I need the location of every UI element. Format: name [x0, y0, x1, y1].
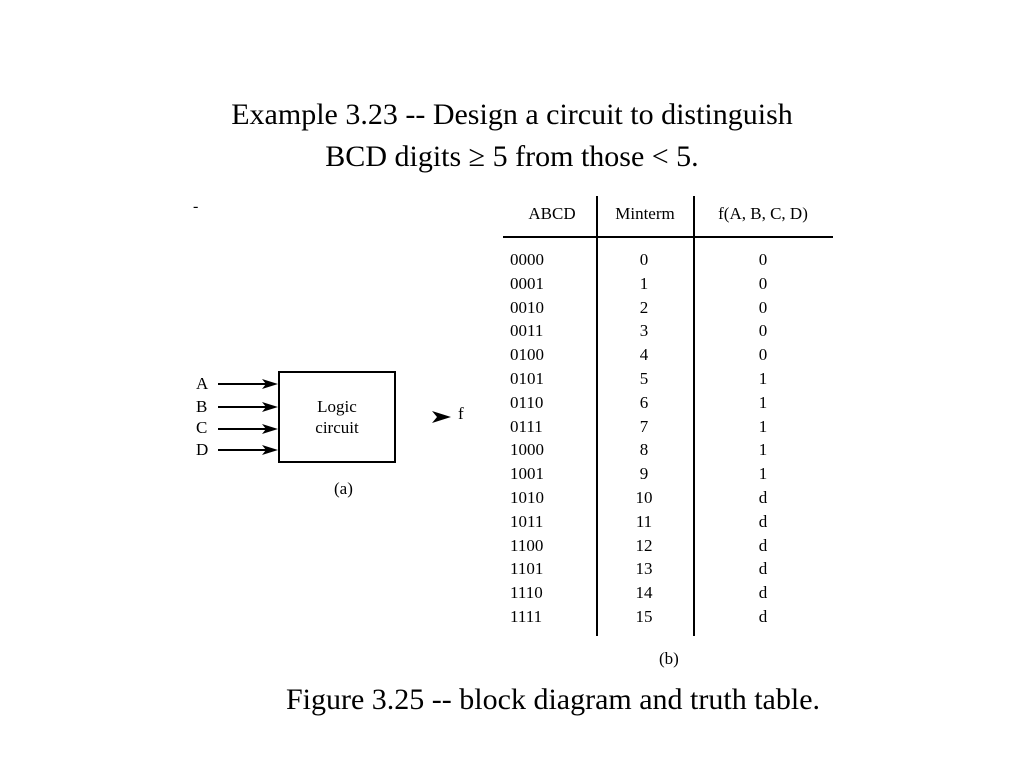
column-divider-1 [596, 196, 598, 636]
header-function: f(A, B, C, D) [718, 204, 808, 223]
cell-abcd: 0110 [510, 392, 544, 412]
table-row: 1101 13 d [503, 557, 835, 581]
output-arrowhead [432, 411, 451, 423]
cell-abcd: 0011 [510, 321, 544, 341]
title-line-1: Example 3.23 -- Design a circuit to dist… [231, 98, 793, 131]
cell-abcd: 1011 [510, 511, 544, 531]
cell-abcd: 1111 [510, 606, 543, 626]
cell-abcd: 0111 [510, 416, 543, 436]
input-label-a: A [196, 374, 209, 393]
cell-abcd: 1000 [510, 440, 544, 460]
input-arrow-c [218, 424, 278, 434]
cell-function: 1 [758, 392, 768, 412]
cell-minterm: 11 [635, 511, 653, 531]
input-label-c: C [196, 418, 208, 437]
cell-abcd: 1100 [510, 535, 544, 555]
cell-minterm: 13 [635, 559, 653, 579]
header-rule [503, 236, 833, 238]
cell-abcd: 1110 [510, 583, 543, 603]
cell-minterm: 15 [635, 606, 653, 626]
cell-function: 1 [758, 368, 768, 388]
cell-abcd: 1101 [510, 559, 544, 579]
cell-function: d [758, 606, 768, 626]
input-arrow-d [218, 445, 278, 455]
input-arrow-a [218, 379, 278, 389]
cell-function: 1 [758, 464, 768, 484]
cell-function: d [758, 535, 768, 555]
output-label-f: f [458, 404, 464, 423]
cell-minterm: 10 [635, 487, 653, 507]
cell-minterm: 1 [639, 273, 649, 293]
figure-caption: Figure 3.25 -- block diagram and truth t… [285, 683, 821, 716]
cell-function: d [758, 511, 768, 531]
header-minterm: Minterm [615, 204, 675, 223]
cell-minterm: 8 [639, 440, 649, 460]
table-row: 0010 2 0 [503, 296, 835, 320]
cell-function: 0 [758, 297, 768, 317]
cell-function: 0 [758, 345, 768, 365]
cell-abcd: 0100 [510, 345, 544, 365]
column-divider-2 [693, 196, 695, 636]
table-row: 0100 4 0 [503, 343, 835, 367]
cell-minterm: 6 [639, 392, 649, 412]
cell-minterm: 9 [639, 464, 649, 484]
cell-minterm: 12 [635, 535, 653, 555]
table-row: 0101 5 1 [503, 367, 835, 391]
cell-abcd: 0010 [510, 297, 544, 317]
cell-function: 0 [758, 321, 768, 341]
cell-abcd: 1010 [510, 487, 544, 507]
cell-minterm: 3 [639, 321, 649, 341]
table-row: 1100 12 d [503, 534, 835, 558]
cell-function: 0 [758, 250, 768, 269]
block-label-line-2: circuit [315, 418, 359, 437]
cell-abcd: 0101 [510, 368, 544, 388]
cell-minterm: 0 [639, 250, 649, 269]
block-label-line-1: Logic [317, 397, 357, 416]
stray-mark: - [193, 198, 199, 215]
title-line-2: BCD digits ≥ 5 from those < 5. [325, 140, 699, 173]
cell-function: 0 [758, 273, 768, 293]
table-row: 1110 14 d [503, 581, 835, 605]
table-row: 0001 1 0 [503, 272, 835, 296]
input-label-b: B [196, 397, 208, 416]
table-row: 0111 7 1 [503, 415, 835, 439]
header-abcd: ABCD [528, 204, 576, 223]
table-row: 0011 3 0 [503, 319, 835, 343]
cell-function: d [758, 583, 768, 603]
table-row: 1001 9 1 [503, 462, 835, 486]
table-row: 0110 6 1 [503, 391, 835, 415]
cell-minterm: 4 [639, 345, 649, 365]
cell-abcd: 1001 [510, 464, 544, 484]
table-row: 1111 15 d [503, 605, 835, 629]
cell-function: 1 [758, 440, 768, 460]
block-diagram: A B C D Logic circuit f (a) [180, 360, 500, 510]
cell-minterm: 14 [635, 583, 653, 603]
caption-a: (a) [334, 479, 353, 498]
cell-abcd: 0000 [510, 250, 544, 269]
cell-minterm: 2 [639, 297, 649, 317]
cell-function: d [758, 487, 768, 507]
input-label-d: D [196, 440, 209, 459]
caption-b: (b) [659, 649, 679, 668]
input-arrow-b [218, 402, 278, 412]
logic-circuit-block: Logic circuit [278, 371, 396, 463]
cell-minterm: 5 [639, 368, 649, 388]
cell-function: d [758, 559, 768, 579]
table-row: 1011 11 d [503, 510, 835, 534]
slide-title: Example 3.23 -- Design a circuit to dist… [0, 94, 1024, 178]
table-row: 1000 8 1 [503, 438, 835, 462]
cell-abcd: 0001 [510, 273, 544, 293]
diagram-arrows [218, 379, 451, 455]
cell-function: 1 [758, 416, 768, 436]
cell-minterm: 7 [639, 416, 649, 436]
